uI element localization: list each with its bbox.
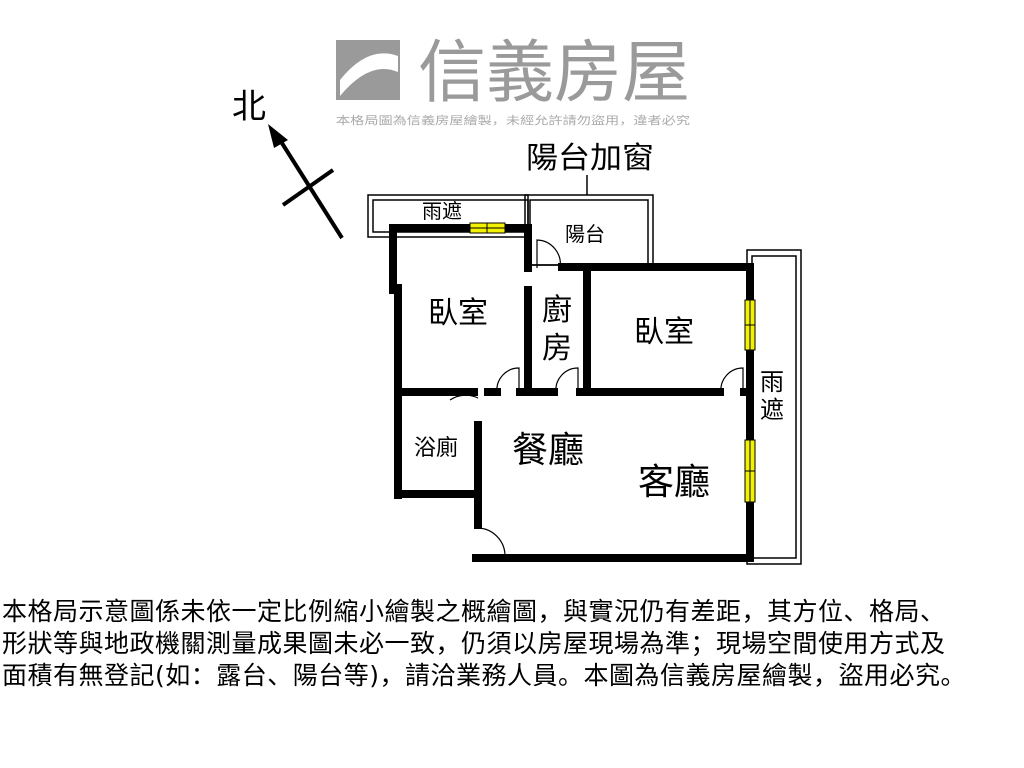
disclaimer-line: 本格局示意圖係未依一定比例縮小繪製之概繪圖，與實況仍有差距，其方位、格局、 — [2, 597, 946, 626]
watermark: 信義房屋 本格局圖為信義房屋繪製，未經允許請勿盜用，違者必究 — [336, 34, 690, 127]
label-canopy-top: 雨遮 — [422, 199, 462, 223]
watermark-notice: 本格局圖為信義房屋繪製，未經允許請勿盜用，違者必究 — [336, 113, 690, 127]
label-canopy-right-2: 遮 — [760, 396, 784, 424]
disclaimer-line: 面積有無登記(如：露台、陽台等)，請洽業務人員。本圖為信義房屋繪製，盜用必究。 — [2, 661, 967, 690]
door-kitchen — [555, 367, 579, 393]
label-bedroom-right: 臥室 — [634, 315, 694, 350]
label-kitchen-1: 廚 — [542, 293, 572, 328]
windows — [469, 222, 756, 503]
brand-logo-icon — [336, 40, 400, 100]
label-bedroom-left: 臥室 — [428, 296, 488, 331]
disclaimer-line: 形狀等與地政機關測量成果圖未必一致，仍須以房屋現場為準；現場空間使用方式及 — [2, 629, 946, 658]
disclaimer: 本格局示意圖係未依一定比例縮小繪製之概繪圖，與實況仍有差距，其方位、格局、 形狀… — [2, 596, 1024, 692]
doors — [449, 239, 744, 557]
label-kitchen-2: 房 — [542, 331, 572, 366]
north-arrow-icon — [268, 124, 344, 240]
label-bathroom: 浴廁 — [414, 436, 458, 461]
watermark-brand: 信義房屋 — [418, 34, 690, 113]
north-label: 北 — [232, 87, 266, 127]
door-bathroom — [449, 394, 479, 401]
balcony-window-label: 陽台加窗 — [526, 141, 654, 176]
door-bedroom-right — [720, 367, 744, 393]
label-balcony: 陽台 — [565, 222, 605, 246]
door-entrance — [477, 527, 506, 557]
label-canopy-right-1: 雨 — [760, 368, 784, 396]
label-living: 客廳 — [638, 462, 710, 503]
label-dining: 餐廳 — [512, 430, 584, 471]
door-balcony — [536, 239, 561, 269]
walls — [389, 224, 754, 562]
door-bedroom-left — [496, 367, 520, 393]
